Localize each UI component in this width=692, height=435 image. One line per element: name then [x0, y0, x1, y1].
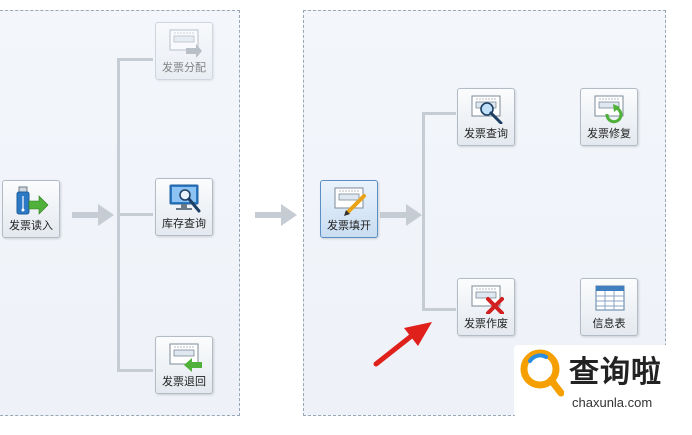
invoice-return-icon	[169, 343, 202, 372]
spreadsheet-icon	[595, 285, 625, 311]
connector-line	[422, 112, 456, 115]
connector-line	[117, 58, 153, 61]
tile-label: 发票分配	[162, 61, 206, 74]
invoice-fill-pencil-icon	[334, 187, 366, 216]
connector-line	[422, 308, 456, 311]
invoice-repair-icon	[594, 95, 624, 124]
tile-label: 发票查询	[464, 127, 508, 140]
tile-label: 发票修复	[587, 127, 631, 140]
brand-magnifier-logo-icon	[520, 349, 564, 397]
monitor-magnifier-icon	[169, 184, 201, 213]
flow-arrow-icon	[380, 204, 422, 226]
connector-line	[422, 112, 425, 310]
tile-label: 发票退回	[162, 375, 206, 388]
invoice-read-button[interactable]: 发票读入	[2, 180, 60, 238]
invoice-return-button[interactable]: 发票退回	[155, 336, 213, 394]
connector-line	[117, 213, 153, 216]
tile-label: 发票填开	[327, 219, 371, 232]
connector-line	[117, 369, 153, 372]
invoice-allocate-button[interactable]: 发票分配	[155, 22, 213, 80]
watermark: 查询啦 chaxunla.com	[514, 345, 684, 417]
brand-url: chaxunla.com	[572, 395, 653, 410]
usb-import-icon	[16, 186, 49, 215]
flow-arrow-icon	[255, 204, 297, 226]
tile-label: 发票作废	[464, 317, 508, 330]
tile-label: 发票读入	[9, 219, 53, 232]
red-callout-arrow-icon	[373, 322, 432, 367]
inventory-query-button[interactable]: 库存查询	[155, 178, 213, 236]
brand-name: 查询啦	[569, 355, 662, 390]
invoice-repair-button[interactable]: 发票修复	[580, 88, 638, 146]
info-table-button[interactable]: 信息表	[580, 278, 638, 336]
flow-arrow-icon	[72, 204, 114, 226]
invoice-void-button[interactable]: 发票作废	[457, 278, 515, 336]
tile-label: 信息表	[592, 317, 626, 330]
invoice-query-button[interactable]: 发票查询	[457, 88, 515, 146]
tile-label: 库存查询	[162, 217, 206, 230]
invoice-magnifier-icon	[471, 95, 503, 124]
invoice-allocate-icon	[169, 29, 202, 58]
invoice-fill-button[interactable]: 发票填开	[320, 180, 378, 238]
invoice-void-x-icon	[471, 285, 504, 314]
